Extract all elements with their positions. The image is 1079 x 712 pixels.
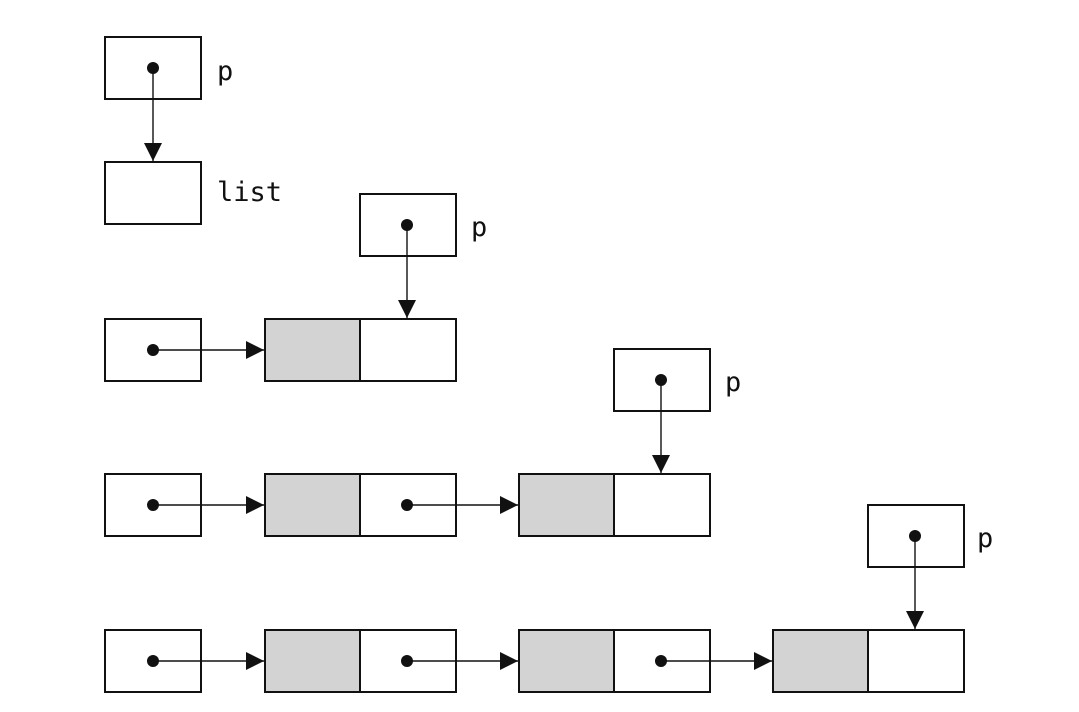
- row-pointer-p-initial: p: [104, 36, 233, 161]
- row-one-node: p: [104, 193, 487, 382]
- pointer-label: p: [725, 367, 741, 398]
- node-data-field: [772, 629, 869, 693]
- node-next-field: [613, 473, 711, 537]
- node-data-field: [518, 629, 615, 693]
- row-list-empty: list: [104, 161, 282, 225]
- node-data-field: [264, 318, 361, 382]
- row-two-nodes: p: [104, 348, 741, 537]
- pointer-label: p: [217, 56, 233, 87]
- list-box: [104, 161, 202, 225]
- node-next-field: [359, 318, 457, 382]
- row-three-nodes: p: [104, 504, 993, 693]
- node-data-field: [264, 473, 361, 537]
- pointer-label: p: [471, 212, 487, 243]
- pointer-label: p: [977, 523, 993, 554]
- node-data-field: [518, 473, 615, 537]
- list-label: list: [217, 177, 282, 208]
- node-data-field: [264, 629, 361, 693]
- node-next-field: [867, 629, 965, 693]
